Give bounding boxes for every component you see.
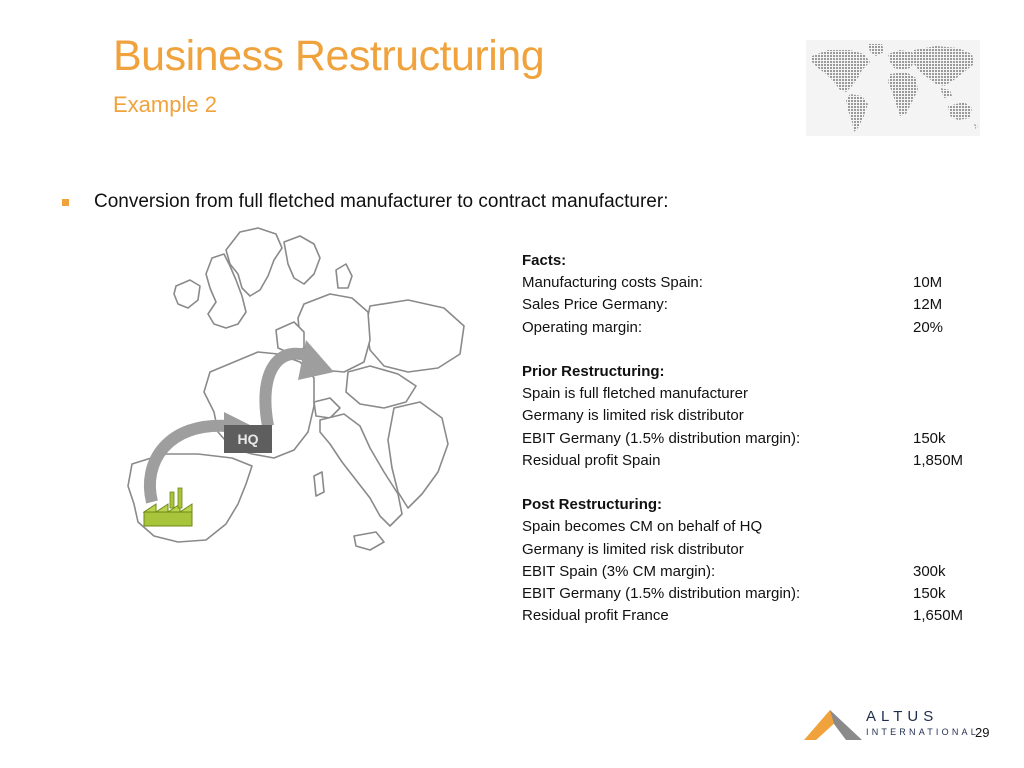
prior-row: EBIT Germany (1.5% distribution margin):…: [522, 428, 992, 450]
post-value: 300k: [913, 562, 946, 580]
post-row: EBIT Germany (1.5% distribution margin):…: [522, 583, 992, 605]
post-label: EBIT Germany (1.5% distribution margin):: [522, 585, 801, 603]
post-heading: Post Restructuring:: [522, 496, 663, 514]
post-value: [913, 539, 992, 561]
post-row: Germany is limited risk distributor: [522, 539, 992, 561]
hq-label: HQ: [224, 425, 272, 453]
post-row: Residual profit France 1,650M: [522, 605, 992, 627]
prior-label: Residual profit Spain: [522, 451, 661, 469]
post-row: Spain becomes CM on behalf of HQ: [522, 516, 992, 538]
prior-label: EBIT Germany (1.5% distribution margin):: [522, 429, 801, 447]
post-label: Residual profit France: [522, 607, 669, 625]
prior-label: Germany is limited risk distributor: [522, 407, 744, 425]
bullet-text: Conversion from full fletched manufactur…: [94, 191, 669, 212]
post-label: EBIT Spain (3% CM margin):: [522, 562, 716, 580]
fact-label: Sales Price Germany:: [522, 296, 668, 314]
prior-row: Spain is full fletched manufacturer: [522, 383, 992, 405]
fact-row: Operating margin: 20%: [522, 317, 992, 339]
prior-row: Germany is limited risk distributor: [522, 405, 992, 427]
post-value: 150k: [913, 585, 946, 603]
prior-heading: Prior Restructuring:: [522, 363, 665, 380]
prior-value: [913, 383, 992, 405]
post-label: Germany is limited risk distributor: [522, 540, 744, 558]
altus-logo: ALTUS INTERNATIONAL: [802, 706, 976, 742]
fact-label: Operating margin:: [522, 318, 643, 336]
fact-value: 20%: [913, 318, 944, 336]
world-map-icon: [806, 40, 980, 136]
prior-value: [913, 405, 992, 427]
logo-name: ALTUS: [866, 708, 939, 725]
bullet-item: Conversion from full fletched manufactur…: [62, 191, 668, 213]
prior-value: 1,850M: [913, 451, 964, 469]
post-label: Spain becomes CM on behalf of HQ: [522, 518, 763, 536]
fact-value: 10M: [913, 274, 943, 292]
logo-mark-icon: [804, 710, 862, 740]
europe-map: [127, 227, 465, 551]
prior-value: 150k: [913, 429, 946, 447]
post-value: 1,650M: [913, 607, 964, 625]
logo-subname: INTERNATIONAL: [866, 727, 979, 737]
square-bullet-icon: [62, 198, 69, 206]
post-value: [913, 516, 992, 538]
fact-row: Manufacturing costs Spain: 10M: [522, 272, 992, 294]
slide-subtitle: Example 2: [113, 92, 217, 117]
facts-heading: Facts:: [522, 252, 567, 269]
prior-label: Spain is full fletched manufacturer: [522, 385, 748, 403]
slide-title: Business Restructuring: [113, 32, 545, 80]
facts-panel: Facts: Manufacturing costs Spain: 10M Sal…: [522, 250, 992, 627]
page-number: 29: [975, 725, 990, 740]
post-row: EBIT Spain (3% CM margin): 300k: [522, 561, 992, 583]
factory-icon: [142, 487, 193, 527]
fact-value: 12M: [913, 296, 943, 314]
fact-row: Sales Price Germany: 12M: [522, 294, 992, 316]
prior-row: Residual profit Spain 1,850M: [522, 450, 992, 472]
fact-label: Manufacturing costs Spain:: [522, 274, 703, 292]
